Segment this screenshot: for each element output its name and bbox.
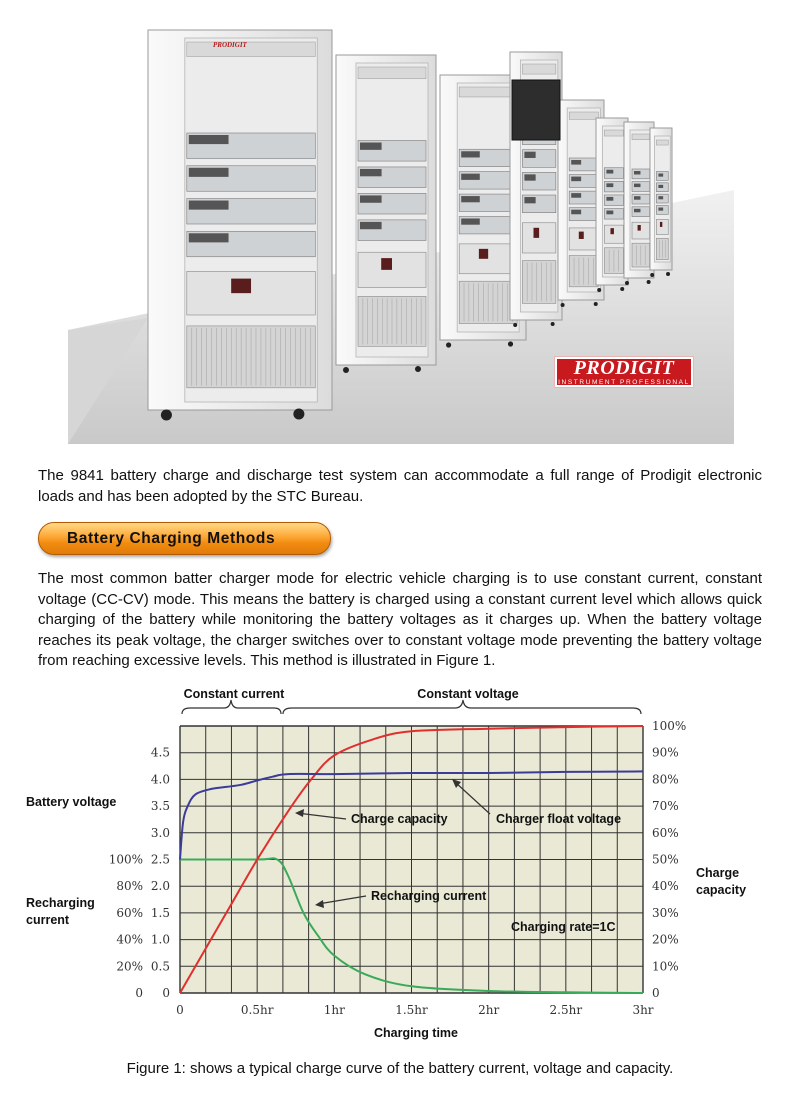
x-tick-label: 1hr bbox=[324, 1003, 345, 1017]
voltage-secondary-tick-label: 1.0 bbox=[151, 933, 170, 947]
cc-label: Constant current bbox=[184, 687, 286, 701]
voltage-tick-label: 2.5 bbox=[151, 853, 170, 867]
current-tick-label: 40% bbox=[116, 933, 143, 947]
series-line-charge-capacity bbox=[179, 725, 644, 994]
series-line-recharging-current bbox=[179, 857, 644, 994]
voltage-tick-label: 4.5 bbox=[151, 746, 170, 760]
current-tick-label: 80% bbox=[116, 879, 143, 893]
charge-capacity-annotation: Charge capacity bbox=[351, 812, 448, 826]
intro-paragraph: The 9841 battery charge and discharge te… bbox=[38, 467, 762, 505]
capacity-tick-label: 50% bbox=[652, 853, 679, 867]
current-tick-label: 100% bbox=[109, 853, 143, 867]
current-tick-label: 0 bbox=[135, 986, 143, 1000]
equipment-rack bbox=[649, 127, 673, 277]
rack-brand-label: PRODIGIT bbox=[213, 41, 248, 49]
float-voltage-annotation: Charger float voltage bbox=[496, 812, 621, 826]
capacity-tick-label: 90% bbox=[652, 746, 679, 760]
capacity-tick-label: 80% bbox=[652, 772, 679, 786]
x-tick-label: 3hr bbox=[632, 1003, 653, 1017]
float-arrow bbox=[454, 781, 491, 815]
capacity-tick-label: 60% bbox=[652, 826, 679, 840]
voltage-tick-label: 3.0 bbox=[151, 826, 170, 840]
section-title-badge: Battery Charging Methods bbox=[38, 522, 331, 555]
voltage-tick-label: 3.5 bbox=[151, 799, 170, 813]
current-arrowhead bbox=[315, 900, 324, 908]
charge-curve-chart: Constant current Constant voltage Batter… bbox=[0, 678, 800, 1048]
capacity-tick-label: 20% bbox=[652, 933, 679, 947]
charging-rate-annotation: Charging rate=1C bbox=[511, 920, 616, 934]
recharging-current-annotation: Recharging current bbox=[371, 889, 487, 903]
x-axis-label: Charging time bbox=[374, 1026, 458, 1040]
recharging-current-label-2: current bbox=[26, 913, 70, 927]
series-line-battery-voltage bbox=[179, 770, 644, 860]
x-tick-label: 0.5hr bbox=[241, 1003, 274, 1017]
methods-paragraph: The most common batter charger mode for … bbox=[38, 570, 762, 669]
float-arrowhead bbox=[452, 779, 461, 788]
equipment-rack bbox=[623, 121, 655, 285]
charge-capacity-label-1: Charge bbox=[696, 866, 739, 880]
x-tick-label: 0 bbox=[176, 1003, 184, 1017]
x-tick-label: 1.5hr bbox=[395, 1003, 428, 1017]
cv-label: Constant voltage bbox=[417, 687, 518, 701]
x-tick-label: 2.5hr bbox=[550, 1003, 583, 1017]
capacity-tick-label: 70% bbox=[652, 799, 679, 813]
capacity-arrowhead bbox=[295, 809, 304, 817]
capacity-tick-label: 40% bbox=[652, 879, 679, 893]
battery-voltage-label: Battery voltage bbox=[26, 795, 116, 809]
monitor-screen bbox=[511, 79, 561, 141]
capacity-tick-label: 30% bbox=[652, 906, 679, 920]
charge-capacity-label-2: capacity bbox=[696, 883, 746, 897]
capacity-arrow bbox=[296, 812, 347, 820]
voltage-secondary-tick-label: 1.5 bbox=[151, 906, 170, 920]
voltage-secondary-tick-label: 2.0 bbox=[151, 879, 170, 893]
current-tick-label: 60% bbox=[116, 906, 143, 920]
figure-caption: Figure 1: shows a typical charge curve o… bbox=[126, 1060, 674, 1077]
current-arrow bbox=[317, 895, 367, 905]
voltage-secondary-tick-label: 0 bbox=[162, 986, 170, 1000]
cv-brace bbox=[282, 699, 642, 715]
capacity-tick-label: 0 bbox=[652, 986, 660, 1000]
capacity-tick-label: 10% bbox=[652, 959, 679, 973]
equipment-rack bbox=[595, 117, 629, 292]
current-tick-label: 20% bbox=[116, 959, 143, 973]
voltage-secondary-tick-label: 0.5 bbox=[151, 959, 170, 973]
cc-brace bbox=[181, 699, 282, 715]
equipment-rack bbox=[335, 54, 437, 373]
prodigit-logo: PRODIGIT INSTRUMENT PROFESSIONAL bbox=[554, 356, 694, 388]
equipment-rack bbox=[147, 29, 333, 421]
product-photo: PRODIGIT PRODIGIT INSTRUMENT PROFESSIONA… bbox=[68, 0, 734, 444]
voltage-tick-label: 4.0 bbox=[151, 772, 170, 786]
x-tick-label: 2hr bbox=[478, 1003, 499, 1017]
recharging-current-label-1: Recharging bbox=[26, 896, 95, 910]
capacity-tick-label: 100% bbox=[652, 719, 686, 733]
